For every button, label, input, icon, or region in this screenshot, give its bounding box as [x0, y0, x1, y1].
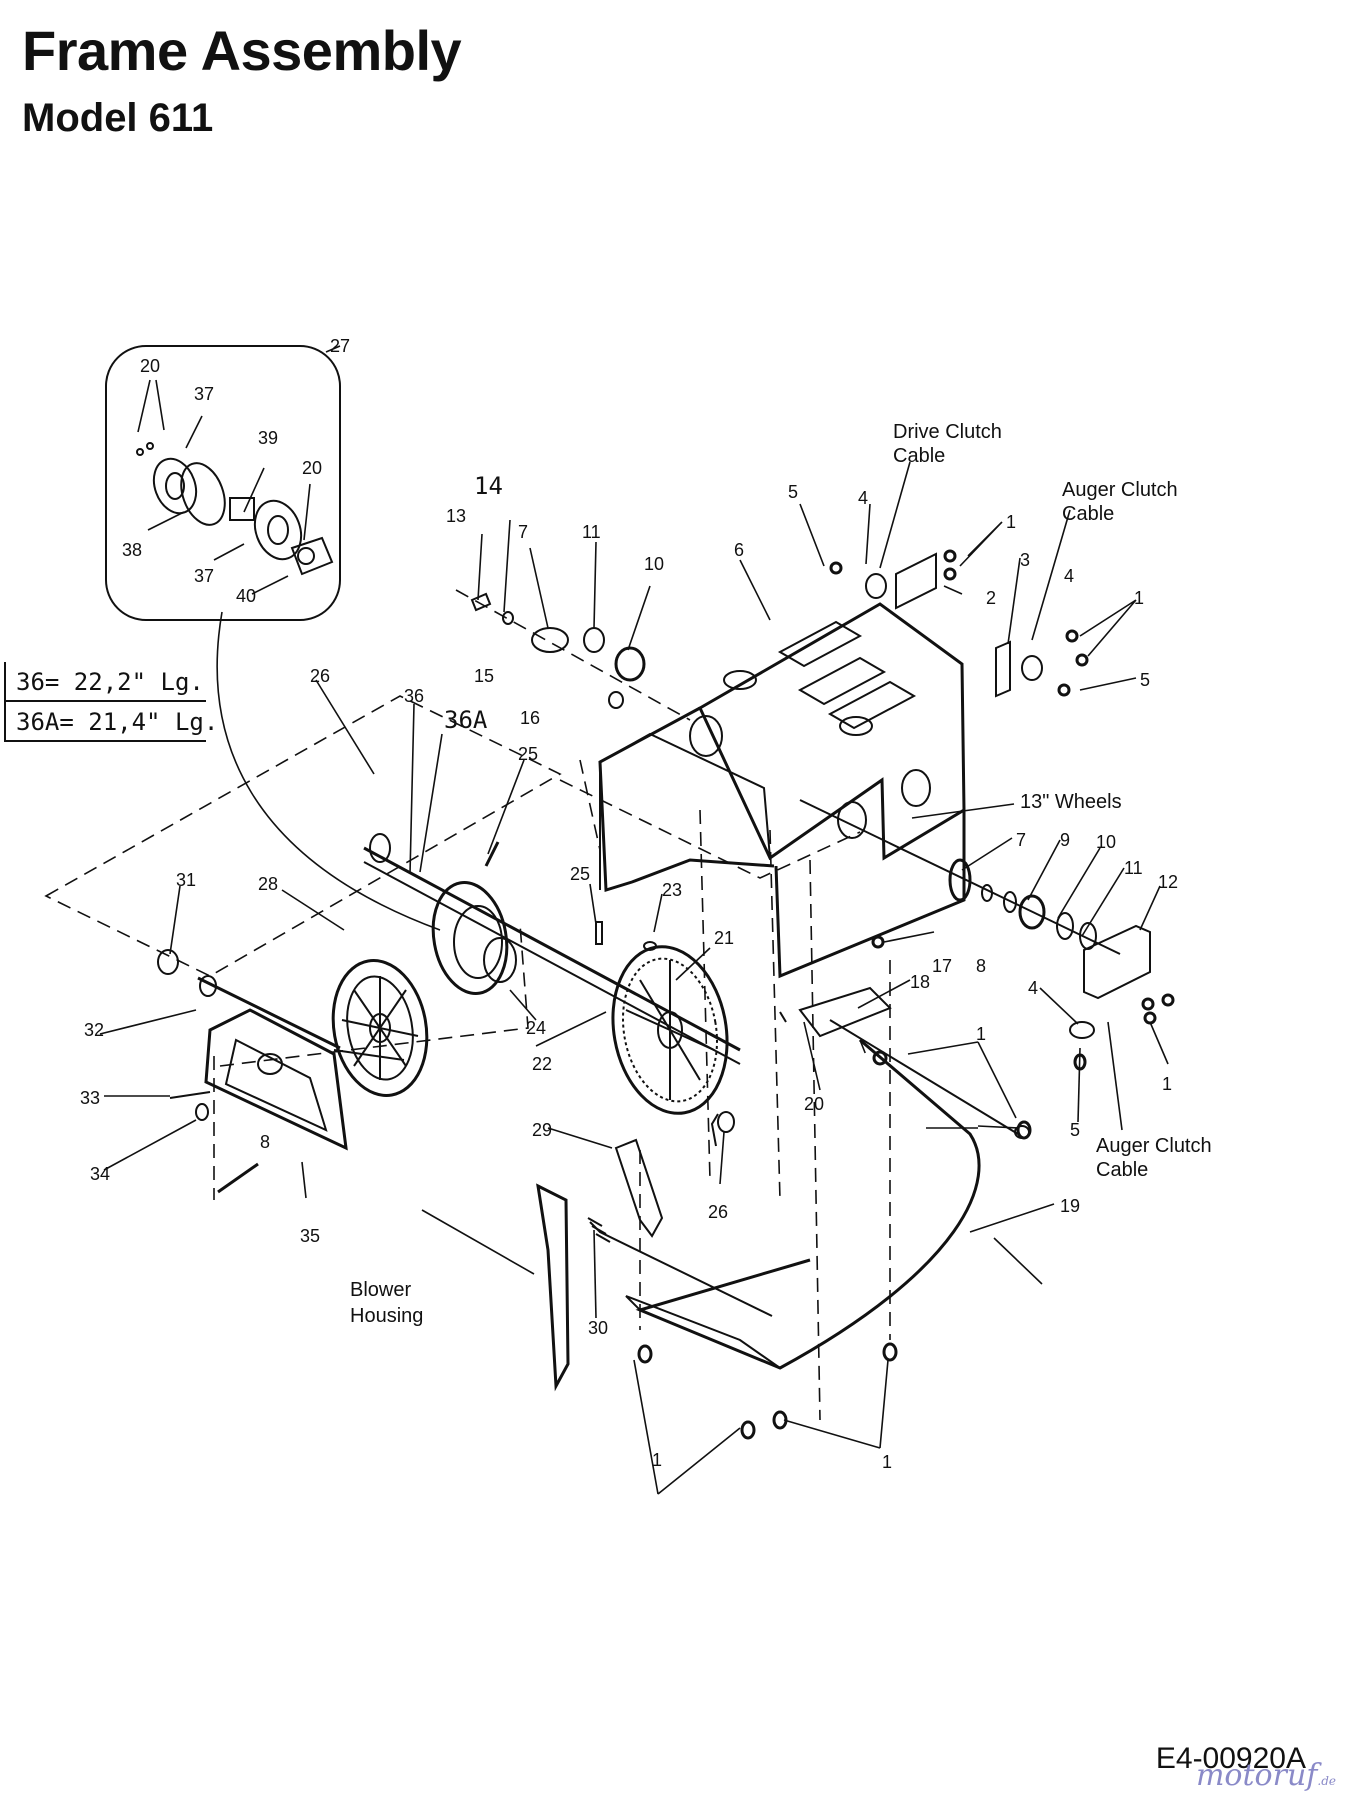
- part-number-20: 20: [140, 356, 160, 376]
- part-number-25: 25: [518, 744, 538, 764]
- part-number-11: 11: [582, 522, 601, 542]
- part-number-28: 28: [258, 874, 278, 894]
- part-number-25: 25: [570, 864, 590, 884]
- part-number-22: 22: [532, 1054, 552, 1074]
- part-number-11: 11: [1124, 858, 1143, 878]
- label-auger-clutch-cable-bottom-1: Auger Clutch: [1096, 1135, 1212, 1157]
- left-bracket: [157, 949, 405, 1194]
- label-auger-clutch-cable-top-2: Cable: [1062, 503, 1114, 525]
- part-number-38: 38: [122, 540, 142, 560]
- model-subtitle: Model 611: [22, 96, 214, 140]
- part-number-23: 23: [662, 880, 682, 900]
- part-number-17: 17: [932, 956, 952, 976]
- part-number-16: 16: [520, 708, 540, 728]
- part-number-37: 37: [194, 384, 214, 404]
- part-number-14: 14: [474, 472, 503, 500]
- lower-housing: [625, 1011, 1030, 1370]
- right-side-parts: [865, 552, 1151, 1039]
- leader-lines: [99, 461, 1169, 1495]
- upper-shaft-parts: [455, 589, 691, 721]
- part-number-36: 36: [404, 686, 424, 706]
- inset-bearing-detail: [105, 345, 341, 621]
- part-number-26: 26: [708, 1202, 728, 1222]
- part-number-6: 6: [734, 540, 744, 560]
- length-row-36a: 36A= 21,4" Lg.: [6, 702, 218, 742]
- part-number-26: 26: [310, 666, 330, 686]
- part-number-31: 31: [176, 870, 196, 890]
- part-number-37: 37: [194, 566, 214, 586]
- part-number-20: 20: [302, 458, 322, 478]
- shaft-length-table: 36= 22,2" Lg. 36A= 21,4" Lg.: [4, 662, 218, 742]
- part-number-4: 4: [1064, 566, 1074, 586]
- wheel-axle: [799, 799, 1121, 955]
- diagram-code: E4-00920A: [1155, 1742, 1306, 1775]
- part-number-12: 12: [1158, 872, 1178, 892]
- part-number-13: 13: [446, 506, 466, 526]
- label-wheels: 13" Wheels: [1020, 791, 1122, 813]
- part-numbers: 20 37 39 20 38 37 40 27 14 13 7 11 10 6 …: [80, 336, 1178, 1472]
- part-number-1: 1: [1006, 512, 1016, 532]
- part-number-33: 33: [80, 1088, 100, 1108]
- part-number-24: 24: [526, 1018, 546, 1038]
- part-number-8: 8: [976, 956, 986, 976]
- part-number-4: 4: [858, 488, 868, 508]
- part-number-9: 9: [1060, 830, 1070, 850]
- part-number-19: 19: [1060, 1196, 1080, 1216]
- label-auger-clutch-cable-bottom-2: Cable: [1096, 1159, 1148, 1181]
- assembly-guide-lines: [44, 695, 891, 1421]
- length-row-36: 36= 22,2" Lg.: [6, 662, 206, 702]
- text-labels: Drive Clutch Cable Auger Clutch Cable 13…: [350, 421, 1212, 1327]
- fasteners: [637, 549, 1175, 1440]
- part-number-1: 1: [652, 1450, 662, 1470]
- part-number-29: 29: [532, 1120, 552, 1140]
- part-number-1: 1: [1134, 588, 1144, 608]
- part-number-7: 7: [1016, 830, 1026, 850]
- part-number-10: 10: [1096, 832, 1116, 852]
- part-number-1: 1: [1162, 1074, 1172, 1094]
- part-number-4: 4: [1028, 978, 1038, 998]
- part-number-34: 34: [90, 1164, 110, 1184]
- label-drive-clutch-cable-1: Drive Clutch: [893, 421, 1002, 443]
- watermark-logo: motoruf.de: [1195, 1758, 1336, 1793]
- label-auger-clutch-cable-top-1: Auger Clutch: [1062, 479, 1178, 501]
- part-number-3: 3: [1020, 550, 1030, 570]
- part-number-1: 1: [976, 1024, 986, 1044]
- part-number-21: 21: [714, 928, 734, 948]
- part-number-5: 5: [1070, 1120, 1080, 1140]
- auger-shaft-assembly: [331, 833, 741, 1115]
- part-number-5: 5: [1140, 670, 1150, 690]
- main-frame: [598, 602, 966, 979]
- part-number-27: 27: [330, 336, 350, 356]
- part-number-30: 30: [588, 1318, 608, 1338]
- part-number-18: 18: [910, 972, 930, 992]
- label-drive-clutch-cable-2: Cable: [893, 445, 945, 467]
- label-blower-housing-2: Housing: [350, 1305, 423, 1327]
- part-number-15: 15: [474, 666, 494, 686]
- part-number-8: 8: [260, 1132, 270, 1152]
- inset-leader-line: [216, 611, 441, 931]
- part-number-36a: 36A: [444, 706, 488, 734]
- label-blower-housing-1: Blower: [350, 1279, 411, 1301]
- part-number-39: 39: [258, 428, 278, 448]
- part-number-5: 5: [788, 482, 798, 502]
- part-number-32: 32: [84, 1020, 104, 1040]
- part-number-1: 1: [882, 1452, 892, 1472]
- part-number-2: 2: [986, 588, 996, 608]
- part-number-10: 10: [644, 554, 664, 574]
- part-number-7: 7: [518, 522, 528, 542]
- part-number-40: 40: [236, 586, 256, 606]
- page-title: Frame Assembly: [22, 19, 462, 82]
- part-number-20: 20: [804, 1094, 824, 1114]
- part-number-35: 35: [300, 1226, 320, 1246]
- blower-housing-parts: [536, 986, 892, 1392]
